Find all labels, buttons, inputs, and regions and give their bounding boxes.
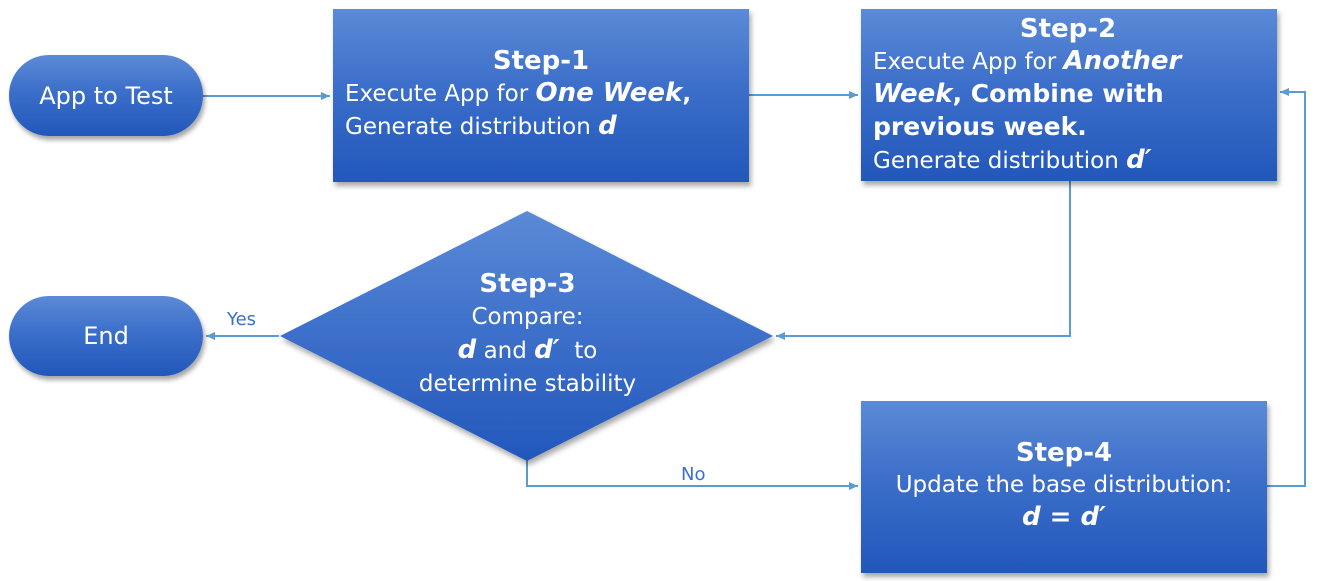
step3-text: Step-3 Compare: d and d′ to determine st… — [380, 268, 675, 401]
step1-title: Step-1 — [492, 46, 590, 76]
step1-box: Step-1 Execute App for One Week, Generat… — [333, 9, 749, 182]
end-node-label: End — [83, 322, 129, 350]
edge-label-yes: Yes — [227, 309, 257, 330]
step4-line2: d = d′ — [1022, 502, 1106, 532]
step4-title: Step-4 — [1015, 438, 1113, 468]
step3-line1: Compare: — [471, 304, 584, 330]
edge-label-no: No — [681, 464, 706, 485]
start-node-label: App to Test — [39, 81, 173, 110]
step2-line1: Execute App for Another Week, Combine wi… — [873, 46, 1182, 141]
edge-step4-to-step2 — [1267, 88, 1306, 487]
step1-line2: Generate distribution d — [345, 111, 617, 141]
step2-box: Step-2 Execute App for Another Week, Com… — [861, 9, 1277, 181]
step2-title: Step-2 — [1019, 14, 1117, 44]
step4-box: Step-4 Update the base distribution: d =… — [861, 401, 1267, 573]
step3-title: Step-3 — [479, 269, 576, 299]
edge-step2-to-step3 — [776, 181, 1071, 340]
step4-line1: Update the base distribution: — [895, 472, 1233, 498]
step2-line2: Generate distribution d′ — [873, 145, 1152, 175]
step1-line1: Execute App for One Week, — [345, 78, 692, 108]
edge-step3-to-step4 — [526, 460, 858, 490]
step3-line2: d and d′ to — [457, 335, 598, 365]
end-node: End — [9, 296, 203, 376]
start-node-app-to-test: App to Test — [9, 55, 203, 136]
step3-decision-diamond — [280, 211, 773, 461]
step3-line3: determine stability — [418, 371, 637, 397]
